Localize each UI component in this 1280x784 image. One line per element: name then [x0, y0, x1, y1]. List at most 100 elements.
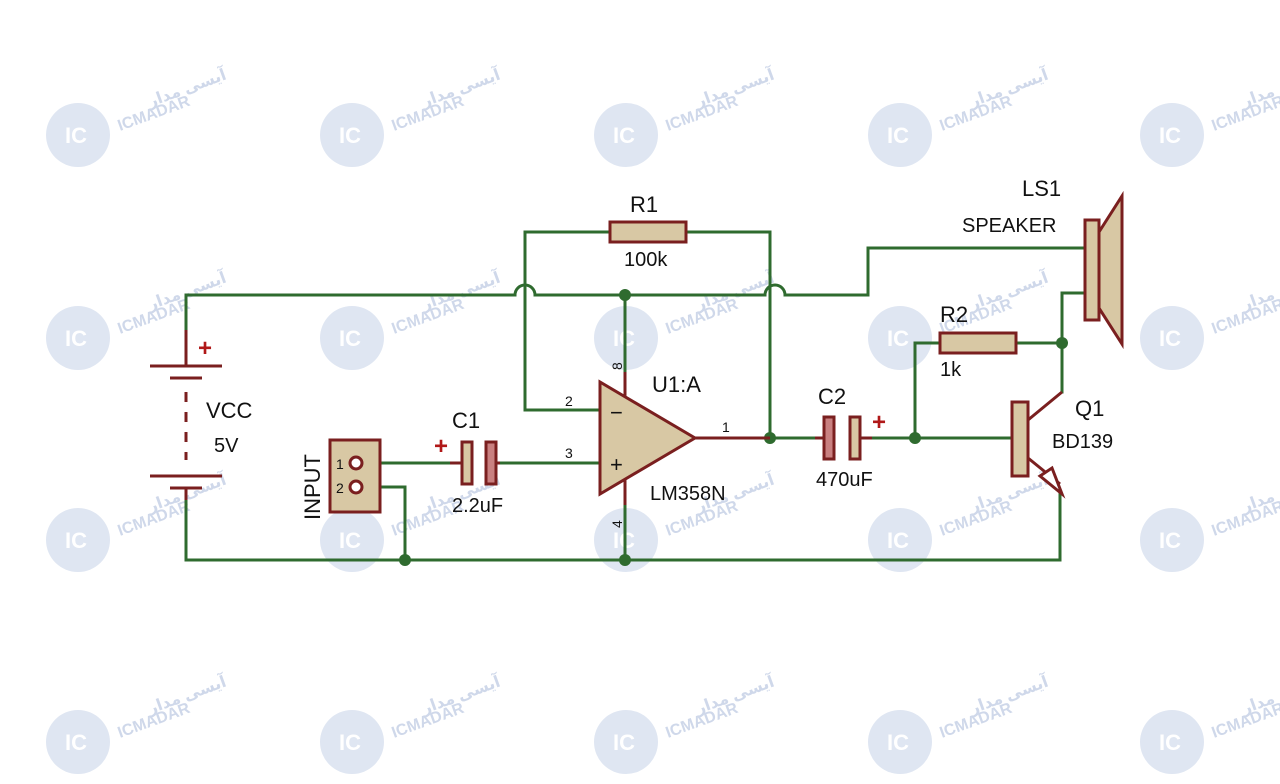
- junction-dot: [399, 554, 411, 566]
- watermark-ic-circle: [1140, 103, 1204, 167]
- c2-value: 470uF: [816, 469, 873, 491]
- ground-rail: [184, 490, 1062, 562]
- c2-plus-sign: +: [872, 409, 886, 436]
- watermark-ic-circle: [868, 508, 932, 572]
- vcc-rail: [184, 246, 1087, 332]
- q1-collector-lead: [1027, 390, 1063, 422]
- speaker-name: LS1: [1022, 176, 1061, 201]
- connector-body: [328, 438, 382, 514]
- c2-plate-negative: [822, 415, 836, 461]
- opamp-pin2-label: 2: [565, 393, 573, 409]
- watermark-ic-text: IC: [1159, 528, 1181, 553]
- watermark-ic-text: IC: [1159, 326, 1181, 351]
- connector-pin-2-label: 2: [336, 480, 344, 496]
- watermark-ic-text: IC: [887, 528, 909, 553]
- opamp-part: LM358N: [650, 483, 726, 505]
- watermark-ic-circle: [46, 508, 110, 572]
- opamp-u1a: − + 8 4 2 3 1 U1:A LM358N: [565, 362, 770, 528]
- watermark-ic-circle: [320, 103, 384, 167]
- transistor-q1: Q1 BD139: [1010, 390, 1113, 499]
- speaker-coil: [1083, 218, 1101, 322]
- watermark-ic-circle: [1140, 710, 1204, 774]
- c1-name: C1: [452, 408, 480, 433]
- watermark-ic-circle: [594, 710, 658, 774]
- watermark-ic-text: IC: [613, 730, 635, 755]
- junctions: [399, 289, 1068, 566]
- speaker-type: SPEAKER: [962, 215, 1056, 237]
- opamp-minus-sign: −: [610, 400, 623, 425]
- c1-plate-positive: [460, 440, 474, 486]
- opamp-pin4-label: 4: [609, 520, 625, 528]
- c2-name: C2: [818, 384, 846, 409]
- speaker-cone: [1097, 190, 1124, 350]
- battery-value: 5V: [214, 435, 239, 457]
- feedback-wire-left: [523, 230, 610, 412]
- input-connector: 1 2 INPUT: [300, 438, 382, 520]
- connector-pin-1: [348, 455, 364, 471]
- c1-value: 2.2uF: [452, 495, 503, 517]
- watermark-ic-circle: [46, 306, 110, 370]
- watermark-ic-circle: [320, 710, 384, 774]
- opamp-pin3-label: 3: [565, 445, 573, 461]
- watermark-ic-text: IC: [65, 326, 87, 351]
- c1-plus-sign: +: [434, 433, 448, 460]
- c2-plate-positive: [848, 415, 862, 461]
- c1-plate-negative: [484, 440, 498, 486]
- connector-pin-1-label: 1: [336, 456, 344, 472]
- battery-symbol: + VCC 5V: [150, 330, 253, 500]
- watermark-ic-circle: [46, 710, 110, 774]
- r2-body: [938, 331, 1018, 355]
- opamp-triangle: [598, 379, 698, 497]
- watermark-ic-circle: [46, 103, 110, 167]
- r1-value: 100k: [624, 249, 668, 271]
- watermark-ic-text: IC: [339, 730, 361, 755]
- watermark-ic-circle: [868, 103, 932, 167]
- junction-dot: [619, 289, 631, 301]
- watermark-ic-text: IC: [887, 730, 909, 755]
- watermark-ic-circle: [1140, 306, 1204, 370]
- q1-part: BD139: [1052, 431, 1113, 453]
- watermark-ic-text: IC: [1159, 730, 1181, 755]
- r2-value: 1k: [940, 359, 962, 381]
- feedback-wire-right: [686, 230, 772, 440]
- watermark-ic-circle: [320, 508, 384, 572]
- watermark-ic-text: IC: [339, 326, 361, 351]
- watermark-ic-text: IC: [887, 123, 909, 148]
- watermark-ic-text: IC: [65, 730, 87, 755]
- opamp-pin1-label: 1: [722, 419, 730, 435]
- watermark-ic-circle: [320, 306, 384, 370]
- junction-dot: [619, 554, 631, 566]
- watermark-ic-text: IC: [887, 326, 909, 351]
- watermark-ic-circle: [594, 103, 658, 167]
- opamp-pin8-label: 8: [609, 362, 625, 370]
- watermark-ic-circle: [1140, 508, 1204, 572]
- r1-body: [608, 220, 688, 244]
- battery-plus-sign: +: [198, 335, 212, 362]
- watermark-ic-text: IC: [613, 123, 635, 148]
- collector-speaker-wire: [1060, 291, 1087, 394]
- q1-emitter-arrow: [1037, 465, 1066, 499]
- junction-dot: [1056, 337, 1068, 349]
- r1-name: R1: [630, 192, 658, 217]
- opamp-plus-sign: +: [610, 452, 623, 477]
- watermark-ic-text: IC: [339, 123, 361, 148]
- capacitor-c1: + C1 2.2uF: [434, 408, 503, 517]
- q1-name: Q1: [1075, 396, 1104, 421]
- r2-wire-left: [913, 341, 940, 440]
- watermark-ic-text: IC: [65, 528, 87, 553]
- resistor-r2: R2 1k: [938, 302, 1018, 381]
- resistor-r1: R1 100k: [608, 192, 688, 271]
